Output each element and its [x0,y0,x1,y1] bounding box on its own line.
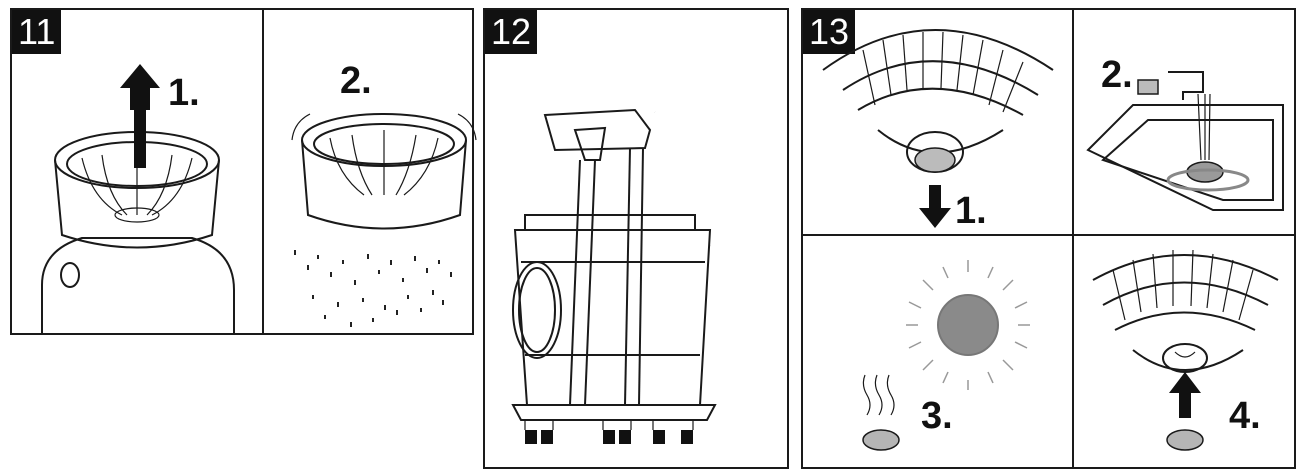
reinsert-foam-filter-illustration [1092,249,1279,451]
panel-13-vertical-divider [1072,10,1074,467]
panel-12: 12 [483,8,789,469]
panel-number-12: 12 [485,10,538,54]
step-label-13-3: 3. [921,395,953,437]
step-label-11-1: 1. [168,72,200,114]
panel-number-11: 11 [12,10,62,54]
arrow-up-icon [120,64,160,168]
step-label-13-1: 1. [955,190,987,232]
filter-basket-lift-illustration [41,131,235,333]
step-label-11-2: 2. [340,60,372,102]
panel-13: 13 1. 2. [801,8,1296,469]
panel-13-horizontal-divider [803,234,1294,236]
panel-11: 11 1. [10,8,477,335]
filter-basket-shake-illustration [291,113,477,327]
remove-foam-filter-illustration [822,29,1054,228]
wash-filter-illustration [1086,71,1284,211]
dry-filter-in-sun-illustration [862,260,1030,451]
vacuum-cleaner-storage-illustration [511,36,751,444]
panel-number-13: 13 [803,10,856,54]
step-label-13-4: 4. [1229,395,1261,437]
panel-11-divider [262,10,264,333]
step-label-13-2: 2. [1101,54,1133,96]
